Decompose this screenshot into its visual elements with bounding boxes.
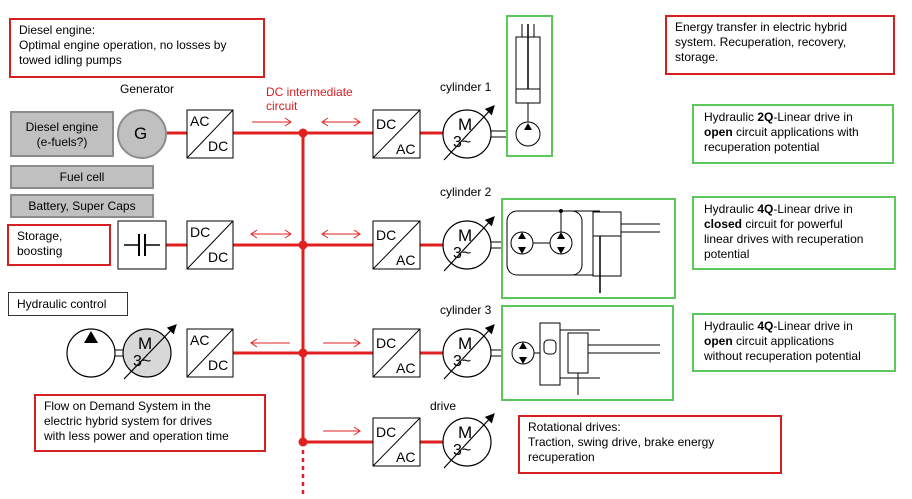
motor3-m: M <box>458 334 473 353</box>
motor4-3: 3~ <box>453 442 472 459</box>
conv-gen-ac: AC <box>190 113 210 129</box>
hydraulic-pump-symbol <box>66 328 116 378</box>
green3-mid: -Linear drive in <box>773 319 853 333</box>
green2-tail: linear drives with recuperation <box>704 232 864 246</box>
conv-drive-ac: AC <box>396 449 416 465</box>
green2-tail2: potential <box>704 247 750 261</box>
note-fod-line3: with less power and operation time <box>44 429 229 443</box>
green3-post: circuit applications <box>732 334 835 348</box>
conv-c1-ac: AC <box>396 141 416 157</box>
note-rotational-line3: recuperation <box>528 450 595 464</box>
green2-bold2: closed <box>704 217 743 231</box>
cylinder1-label: cylinder 1 <box>440 80 492 94</box>
green3-bold1: 4Q <box>757 319 774 333</box>
diesel-engine-box: Diesel engine (e-fuels?) <box>10 111 114 157</box>
note-storage-line2: boosting <box>17 244 63 258</box>
hydraulic-control-label: Hydraulic control <box>17 297 107 311</box>
green1-bold1: 2Q <box>757 110 774 124</box>
note-diesel: Diesel engine: Optimal engine operation,… <box>9 18 265 78</box>
diesel-engine-line2: (e-fuels?) <box>36 135 88 149</box>
motor-variable-arrows <box>123 105 495 469</box>
motor2-m: M <box>458 226 473 245</box>
conv-c3-dc: DC <box>376 335 397 351</box>
dc-circuit-line1: DC intermediate <box>266 85 353 99</box>
hydraulic-control-box: Hydraulic control <box>8 292 128 316</box>
battery-box: Battery, Super Caps <box>10 194 154 218</box>
cylinder2-hydraulics <box>501 198 676 299</box>
cylinder3-hydraulics <box>501 305 674 401</box>
note-rotational-line2: Traction, swing drive, brake energy <box>528 435 715 449</box>
note-storage-line1: Storage, <box>17 229 63 243</box>
diesel-engine-line1: Diesel engine <box>25 120 99 134</box>
conv-gen-dc: DC <box>208 138 229 154</box>
fuel-cell-label: Fuel cell <box>59 170 105 184</box>
conv-stor-dc2: DC <box>208 249 229 265</box>
fuel-cell-box: Fuel cell <box>10 165 154 189</box>
note-rotational-line1: Rotational drives: <box>528 420 621 434</box>
green3-bold2: open <box>704 334 733 348</box>
note-cylinder2-drive: Hydraulic 4Q-Linear drive in closed circ… <box>692 196 896 270</box>
conv-hyd-dc: DC <box>208 357 229 373</box>
note-cylinder1-drive: Hydraulic 2Q-Linear drive in open circui… <box>692 104 894 164</box>
capacitor-symbol <box>117 220 167 270</box>
cylinder3-label: cylinder 3 <box>440 303 492 317</box>
conv-c1-dc: DC <box>376 116 397 132</box>
conv-c2-ac: AC <box>396 252 416 268</box>
conv-hyd-ac: AC <box>190 332 210 348</box>
motor1-m: M <box>458 115 473 134</box>
generator-symbol <box>117 109 167 159</box>
conv-stor-dc1: DC <box>190 224 211 240</box>
dc-circuit-line2: circuit <box>266 99 298 113</box>
green3-tail: without recuperation potential <box>704 349 861 363</box>
motor-symbols <box>122 109 492 467</box>
drive-label: drive <box>430 399 457 413</box>
note-storage: Storage, boosting <box>7 224 111 266</box>
conv-c2-dc: DC <box>376 227 397 243</box>
converter-boxes <box>186 109 421 467</box>
note-flow-on-demand: Flow on Demand System in the electric hy… <box>34 394 266 452</box>
note-fod-line2: electric hybrid system for drives <box>44 414 213 428</box>
note-energy-line1: Energy transfer in electric hybrid <box>675 20 848 34</box>
green1-post: circuit applications with <box>732 125 859 139</box>
note-rotational-drives: Rotational drives: Traction, swing drive… <box>518 415 782 474</box>
note-energy-line2: system. Recuperation, recovery, <box>675 35 847 49</box>
battery-label: Battery, Super Caps <box>28 199 136 213</box>
green1-pre: Hydraulic <box>704 110 758 124</box>
green2-pre: Hydraulic <box>704 202 758 216</box>
motor4-m: M <box>458 423 473 442</box>
note-diesel-line1: Diesel engine: <box>19 23 96 37</box>
note-diesel-line3: towed idling pumps <box>19 53 122 67</box>
note-diesel-line2: Optimal engine operation, no losses by <box>19 38 227 52</box>
note-energy-line3: storage. <box>675 50 719 64</box>
conv-drive-dc: DC <box>376 424 397 440</box>
green1-tail: recuperation potential <box>704 140 820 154</box>
generator-g: G <box>134 124 148 143</box>
cylinder2-label: cylinder 2 <box>440 185 492 199</box>
green1-mid: -Linear drive in <box>773 110 853 124</box>
energy-flow-arrows <box>250 117 361 436</box>
motor2-3: 3~ <box>453 245 472 262</box>
green3-pre: Hydraulic <box>704 319 758 333</box>
green2-bold1: 4Q <box>757 202 774 216</box>
green2-mid: -Linear drive in <box>773 202 853 216</box>
note-energy-transfer: Energy transfer in electric hybrid syste… <box>665 15 895 75</box>
dc-circuit-label: DC intermediate circuit <box>266 85 376 113</box>
green1-bold2: open <box>704 125 733 139</box>
motor-pump-m: M <box>138 334 153 353</box>
conv-c3-ac: AC <box>396 360 416 376</box>
motor-pump-3: 3~ <box>133 353 152 370</box>
bus-nodes <box>298 128 308 447</box>
note-fod-line1: Flow on Demand System in the <box>44 399 211 413</box>
green2-post: circuit for powerful <box>742 217 843 231</box>
motor3-3: 3~ <box>453 353 472 370</box>
generator-label: Generator <box>120 82 175 96</box>
note-cylinder3-drive: Hydraulic 4Q-Linear drive in open circui… <box>692 313 896 372</box>
cylinder1-hydraulics <box>506 15 553 157</box>
motor1-3: 3~ <box>453 134 472 151</box>
